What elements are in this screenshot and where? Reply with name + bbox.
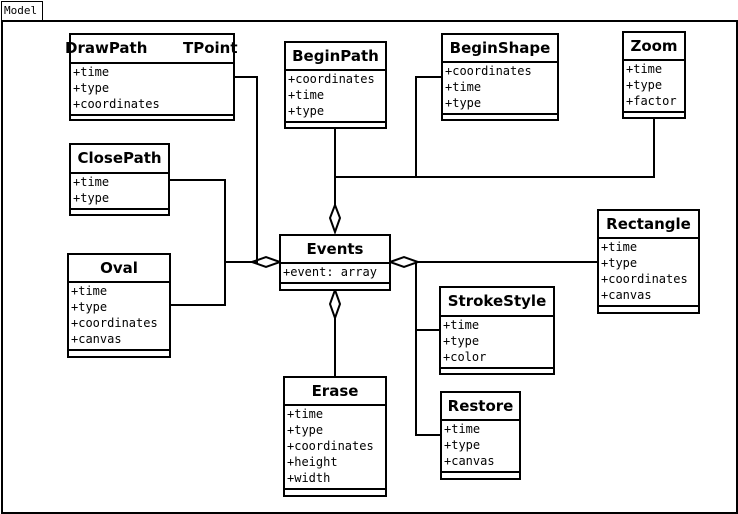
class-name: BeginShape (443, 35, 557, 63)
aggregation-diamond-bottom (328, 287, 342, 321)
attribute: +coordinates (601, 272, 688, 286)
attribute: +type (626, 78, 663, 92)
attribute: +type (71, 300, 108, 314)
attribute: +coordinates (71, 316, 158, 330)
attribute: +factor (626, 94, 677, 108)
attribute: +height (287, 455, 338, 469)
class-name: BeginPath (286, 43, 385, 71)
attribute: +time (626, 62, 663, 76)
attribute: +time (444, 422, 481, 436)
attribute: +coordinates (445, 64, 532, 78)
aggregation-diamond-right (387, 255, 421, 269)
attribute: +time (71, 284, 108, 298)
attribute: +type (287, 423, 324, 437)
operations-compartment (286, 123, 385, 128)
class-name: Restore (442, 393, 519, 421)
attribute: +coordinates (288, 72, 375, 86)
attribute: +time (287, 407, 324, 421)
aggregation-diamond-top (328, 202, 342, 235)
class-rectangle[interactable]: Rectangle +time +type +coordinates +canv… (597, 209, 700, 314)
class-name: Rectangle (599, 211, 698, 239)
attribute: +canvas (601, 288, 652, 302)
attribute: +time (601, 240, 638, 254)
class-beginpath[interactable]: BeginPath +coordinates +time +type (284, 41, 387, 129)
class-name: Oval (69, 255, 169, 283)
operations-compartment (624, 113, 684, 118)
operations-compartment (441, 369, 553, 374)
edge-oval (170, 262, 226, 306)
attribute: +color (443, 350, 487, 364)
attribute: +type (445, 96, 482, 110)
edge-beginshape (415, 76, 442, 177)
class-erase[interactable]: Erase +time +type +coordinates +height +… (283, 376, 387, 497)
class-name: Events (281, 236, 389, 264)
attribute: +type (288, 104, 325, 118)
class-name: Zoom (624, 33, 684, 61)
edge-zoom (335, 119, 655, 178)
attribute: +type (73, 191, 110, 205)
class-strokestyle[interactable]: StrokeStyle +time +type +color (439, 286, 555, 375)
attribute: +time (73, 175, 110, 189)
operations-compartment (69, 351, 169, 356)
class-name-overlap: TPoint (183, 39, 238, 57)
edge-closepath (170, 179, 252, 263)
class-zoom[interactable]: Zoom +time +type +factor (622, 31, 686, 119)
attribute: +canvas (444, 454, 495, 468)
class-name: StrokeStyle (441, 288, 553, 317)
class-oval[interactable]: Oval +time +type +coordinates +canvas (67, 253, 171, 358)
class-name: DrawPath (65, 39, 148, 57)
class-events[interactable]: Events +event: array (279, 234, 391, 291)
edge-strokestyle (415, 262, 440, 331)
attribute: +canvas (71, 332, 122, 346)
class-closepath[interactable]: ClosePath +time +type (69, 143, 170, 216)
attribute: +time (288, 88, 325, 102)
operations-compartment (442, 473, 519, 478)
attribute: +coordinates (73, 97, 160, 111)
frame-label: Model (1, 1, 43, 20)
class-name: ClosePath (71, 145, 168, 174)
attribute: +width (287, 471, 331, 485)
attribute: +type (443, 334, 480, 348)
attribute: +time (445, 80, 482, 94)
operations-compartment (71, 116, 233, 121)
operations-compartment (599, 307, 698, 312)
operations-compartment (285, 490, 385, 495)
class-restore[interactable]: Restore +time +type +canvas (440, 391, 521, 480)
attribute: +coordinates (287, 439, 374, 453)
operations-compartment (443, 115, 557, 120)
attribute: +type (444, 438, 481, 452)
attribute: +event: array (283, 265, 377, 279)
attribute: +type (601, 256, 638, 270)
edge-drawpath (235, 76, 258, 263)
class-drawpath[interactable]: DrawPath TPoint +time +type +coordinates (65, 33, 238, 121)
attribute: +time (443, 318, 480, 332)
class-name: Erase (285, 378, 385, 406)
attribute: +time (73, 65, 110, 79)
attribute: +type (73, 81, 110, 95)
edge-restore (415, 330, 441, 436)
class-beginshape[interactable]: BeginShape +coordinates +time +type (441, 33, 559, 121)
operations-compartment (281, 284, 389, 289)
operations-compartment (71, 210, 168, 215)
model-frame (1, 20, 738, 514)
